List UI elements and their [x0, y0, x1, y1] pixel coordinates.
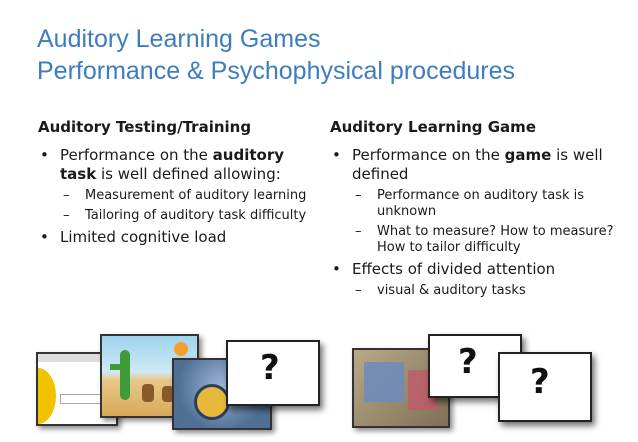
left-sub-measurement: Measurement of auditory learning: [60, 188, 318, 204]
right-bullet1-text: Performance on the: [352, 146, 505, 164]
left-bullet1-bold: auditory task: [60, 146, 285, 183]
left-sub-tailoring: Tailoring of auditory task difficulty: [60, 208, 318, 224]
left-bullets: Performance on the auditory task is well…: [38, 146, 318, 247]
right-sub-unknown: Performance on auditory task is unknown: [352, 188, 630, 220]
slide-title: Auditory Learning Games Performance & Ps…: [37, 23, 515, 87]
sun-icon: [174, 342, 188, 356]
right-bullet1-bold: game: [504, 146, 552, 164]
slide-subtitle: Performance & Psychophysical procedures: [37, 57, 516, 85]
slide-title-main: Auditory Learning Games: [37, 25, 321, 53]
right-sub-visual-auditory: visual & auditory tasks: [352, 283, 630, 299]
right-column: Auditory Learning Game Performance on th…: [330, 118, 630, 303]
right-subbullets-2: visual & auditory tasks: [352, 283, 630, 299]
thumbnail-header-bar: [38, 354, 116, 362]
question-mark-icon: ?: [530, 362, 550, 402]
left-bullet1-text: Performance on the: [60, 146, 213, 164]
right-sub-what-to-measure: What to measure? How to measure? How to …: [352, 224, 630, 256]
thumbnail-arc: [38, 368, 56, 424]
cactus-arm-icon: [110, 364, 120, 370]
question-mark-icon: ?: [260, 348, 280, 388]
right-bullet2-text: Effects of divided attention: [352, 260, 556, 278]
wheel-icon: [194, 384, 230, 420]
left-bullet-cognitive-load: Limited cognitive load: [38, 228, 318, 247]
cactus-icon: [120, 350, 130, 400]
unknown-game-card-right-front: ?: [498, 352, 592, 422]
right-heading: Auditory Learning Game: [330, 118, 536, 136]
left-bullet1-tail: is well defined allowing:: [96, 165, 281, 183]
character-icon: [142, 384, 154, 402]
left-column: Auditory Testing/Training Performance on…: [38, 118, 318, 251]
right-bullet-performance: Performance on the game is well defined …: [330, 146, 630, 256]
unknown-game-card-left: ?: [226, 340, 320, 406]
character-icon-2: [162, 386, 174, 402]
right-subbullets: Performance on auditory task is unknown …: [352, 188, 630, 256]
panel-icon: [364, 362, 404, 402]
left-subbullets: Measurement of auditory learning Tailori…: [60, 188, 318, 224]
left-heading: Auditory Testing/Training: [38, 118, 252, 136]
right-bullets: Performance on the game is well defined …: [330, 146, 630, 299]
question-mark-icon: ?: [458, 342, 478, 382]
right-bullet-divided-attention: Effects of divided attention visual & au…: [330, 260, 630, 299]
right-bullet1-tail: is well defined: [352, 146, 603, 183]
left-bullet-performance: Performance on the auditory task is well…: [38, 146, 318, 224]
